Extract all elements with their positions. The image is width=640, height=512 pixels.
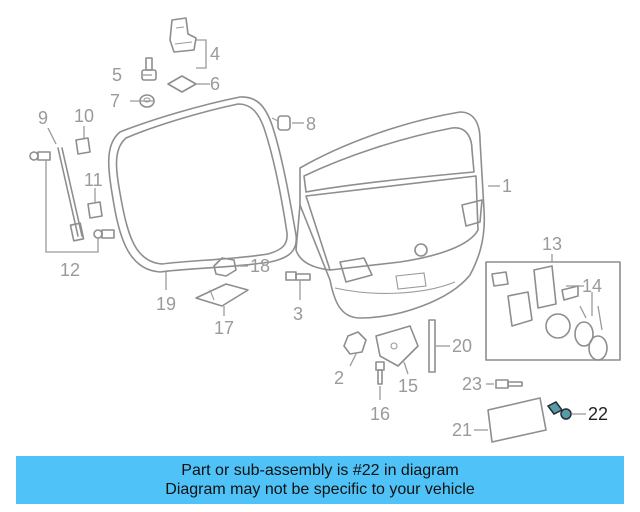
info-banner: Part or sub-assembly is #22 in diagram D… — [16, 456, 624, 504]
callout-16: 16 — [370, 404, 390, 424]
banner-line-disclaimer: Diagram may not be specific to your vehi… — [165, 481, 475, 498]
callout-6: 6 — [210, 74, 220, 94]
callout-8: 8 — [306, 114, 316, 134]
callout-15: 15 — [398, 376, 418, 396]
part-21-plate — [487, 397, 547, 443]
part-19-weatherstrip — [107, 96, 298, 273]
part-16-bolt — [375, 361, 385, 385]
banner-line-part-number: Part or sub-assembly is #22 in diagram — [181, 462, 459, 479]
part-23-bolt — [495, 379, 523, 389]
callout-9: 9 — [38, 108, 48, 128]
callout-21: 21 — [452, 420, 472, 440]
part-6-hinge-seal — [167, 75, 197, 93]
callout-4: 4 — [210, 44, 220, 64]
callout-1: 1 — [502, 176, 512, 196]
part-11-clip — [87, 201, 103, 219]
callout-2: 2 — [334, 368, 344, 388]
part-5-bolt — [141, 57, 157, 81]
part-17-bracket — [195, 283, 249, 307]
callout-7: 7 — [110, 91, 120, 111]
part-13-latch-assembly — [485, 261, 621, 361]
callout-19: 19 — [156, 294, 176, 314]
callout-5: 5 — [112, 65, 122, 85]
part-4-hinge — [169, 17, 197, 53]
part-1-liftgate — [295, 111, 486, 319]
callout-22: 22 — [588, 404, 608, 424]
callout-11: 11 — [84, 170, 103, 190]
part-20-rod — [428, 319, 436, 373]
part-8-bumper — [271, 115, 291, 131]
part-18-nut — [213, 257, 237, 277]
callout-3: 3 — [293, 304, 303, 324]
part-3-bolt — [285, 271, 311, 281]
part-22-bolt — [546, 401, 572, 420]
part-15-bracket — [375, 325, 419, 367]
part-2-grommet — [343, 331, 367, 355]
callout-10: 10 — [74, 106, 94, 126]
callout-20: 20 — [452, 336, 472, 356]
callout-12: 12 — [60, 260, 80, 280]
callout-14: 14 — [582, 276, 602, 296]
part-10-clip — [75, 137, 91, 155]
callout-23: 23 — [462, 374, 482, 394]
leader-lines — [45, 39, 603, 431]
callout-18: 18 — [250, 256, 270, 276]
part-9-strut — [57, 147, 85, 242]
callout-13: 13 — [542, 234, 562, 254]
tailgate-parts-diagram: 1 2 3 4 5 6 7 8 9 10 11 12 13 14 15 16 1… — [29, 17, 621, 443]
callout-17: 17 — [214, 318, 234, 338]
